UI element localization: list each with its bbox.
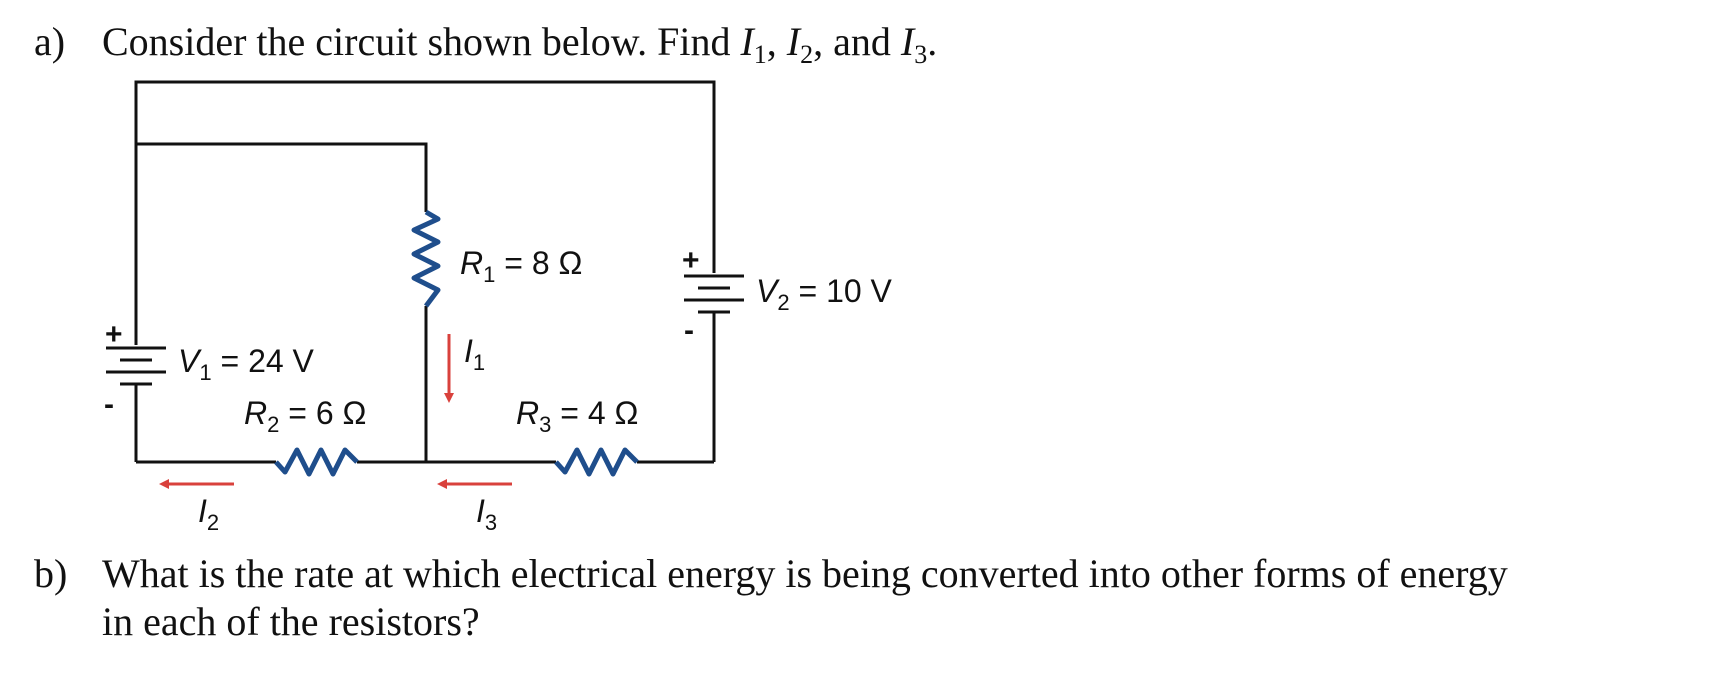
question-b-label: b)	[34, 551, 68, 596]
r1-label: R1 = 8 Ω	[460, 245, 582, 287]
v1-plus-sign: +	[105, 318, 123, 351]
question-a-text: Consider the circuit shown below. Find I…	[102, 19, 938, 69]
i2-symbol: I2	[786, 19, 814, 69]
resistor-r3	[554, 447, 639, 477]
v2-minus-sign: -	[684, 314, 694, 347]
question-a-label: a)	[34, 19, 66, 64]
resistor-r1	[411, 209, 441, 308]
resistor-r2	[274, 447, 359, 477]
i3-label: I3	[476, 493, 497, 535]
question-b-line-1: What is the rate at which electrical ene…	[102, 551, 1508, 596]
wires	[134, 80, 716, 464]
i3-symbol: I3	[900, 19, 928, 69]
v2-plus-sign: +	[682, 244, 700, 277]
question-b-line-2: in each of the resistors?	[102, 599, 480, 644]
wire-top-outer	[134, 80, 716, 253]
i2-label: I2	[198, 493, 219, 535]
r2-label: R2 = 6 Ω	[244, 395, 366, 437]
i1-label: I1	[464, 333, 485, 375]
v1-minus-sign: -	[104, 388, 114, 421]
v1-label: V1 = 24 V	[178, 343, 315, 385]
r3-label: R3 = 4 Ω	[516, 395, 638, 437]
wire-top-inner	[136, 142, 428, 212]
battery-v2	[684, 274, 744, 318]
battery-v1	[106, 346, 166, 401]
i1-symbol: I1	[740, 19, 767, 69]
v2-label: V2 = 10 V	[756, 273, 893, 315]
